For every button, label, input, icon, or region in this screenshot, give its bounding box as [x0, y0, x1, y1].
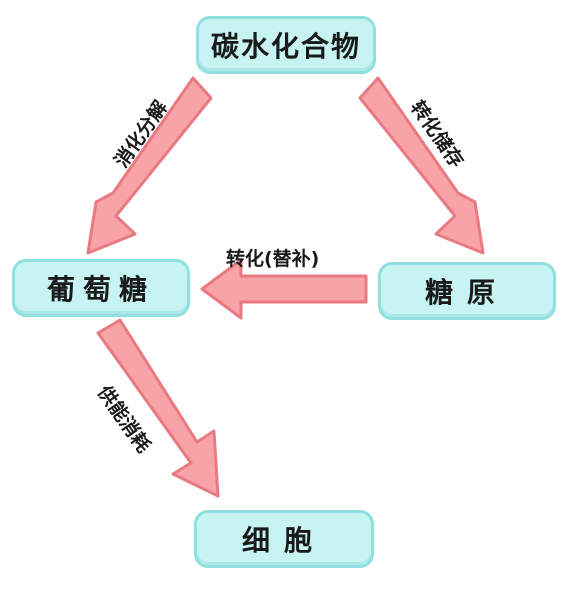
node-cell-label: 细胞 [241, 524, 326, 557]
arrow-store [358, 76, 485, 255]
edge-label-convert: 转化(替补) [226, 248, 320, 270]
node-carbohydrate: 碳水化合物 [196, 16, 376, 74]
node-cell: 细胞 [194, 510, 374, 568]
node-glucose: 葡萄糖 [12, 259, 190, 317]
arrow-supply [96, 318, 220, 498]
node-glucose-label: 葡萄糖 [46, 273, 155, 306]
arrow-digest [86, 76, 213, 255]
node-carbohydrate-label: 碳水化合物 [210, 30, 361, 63]
arrow-convert [200, 258, 368, 320]
node-glycogen-label: 糖原 [424, 276, 509, 309]
node-glycogen: 糖原 [378, 262, 556, 320]
